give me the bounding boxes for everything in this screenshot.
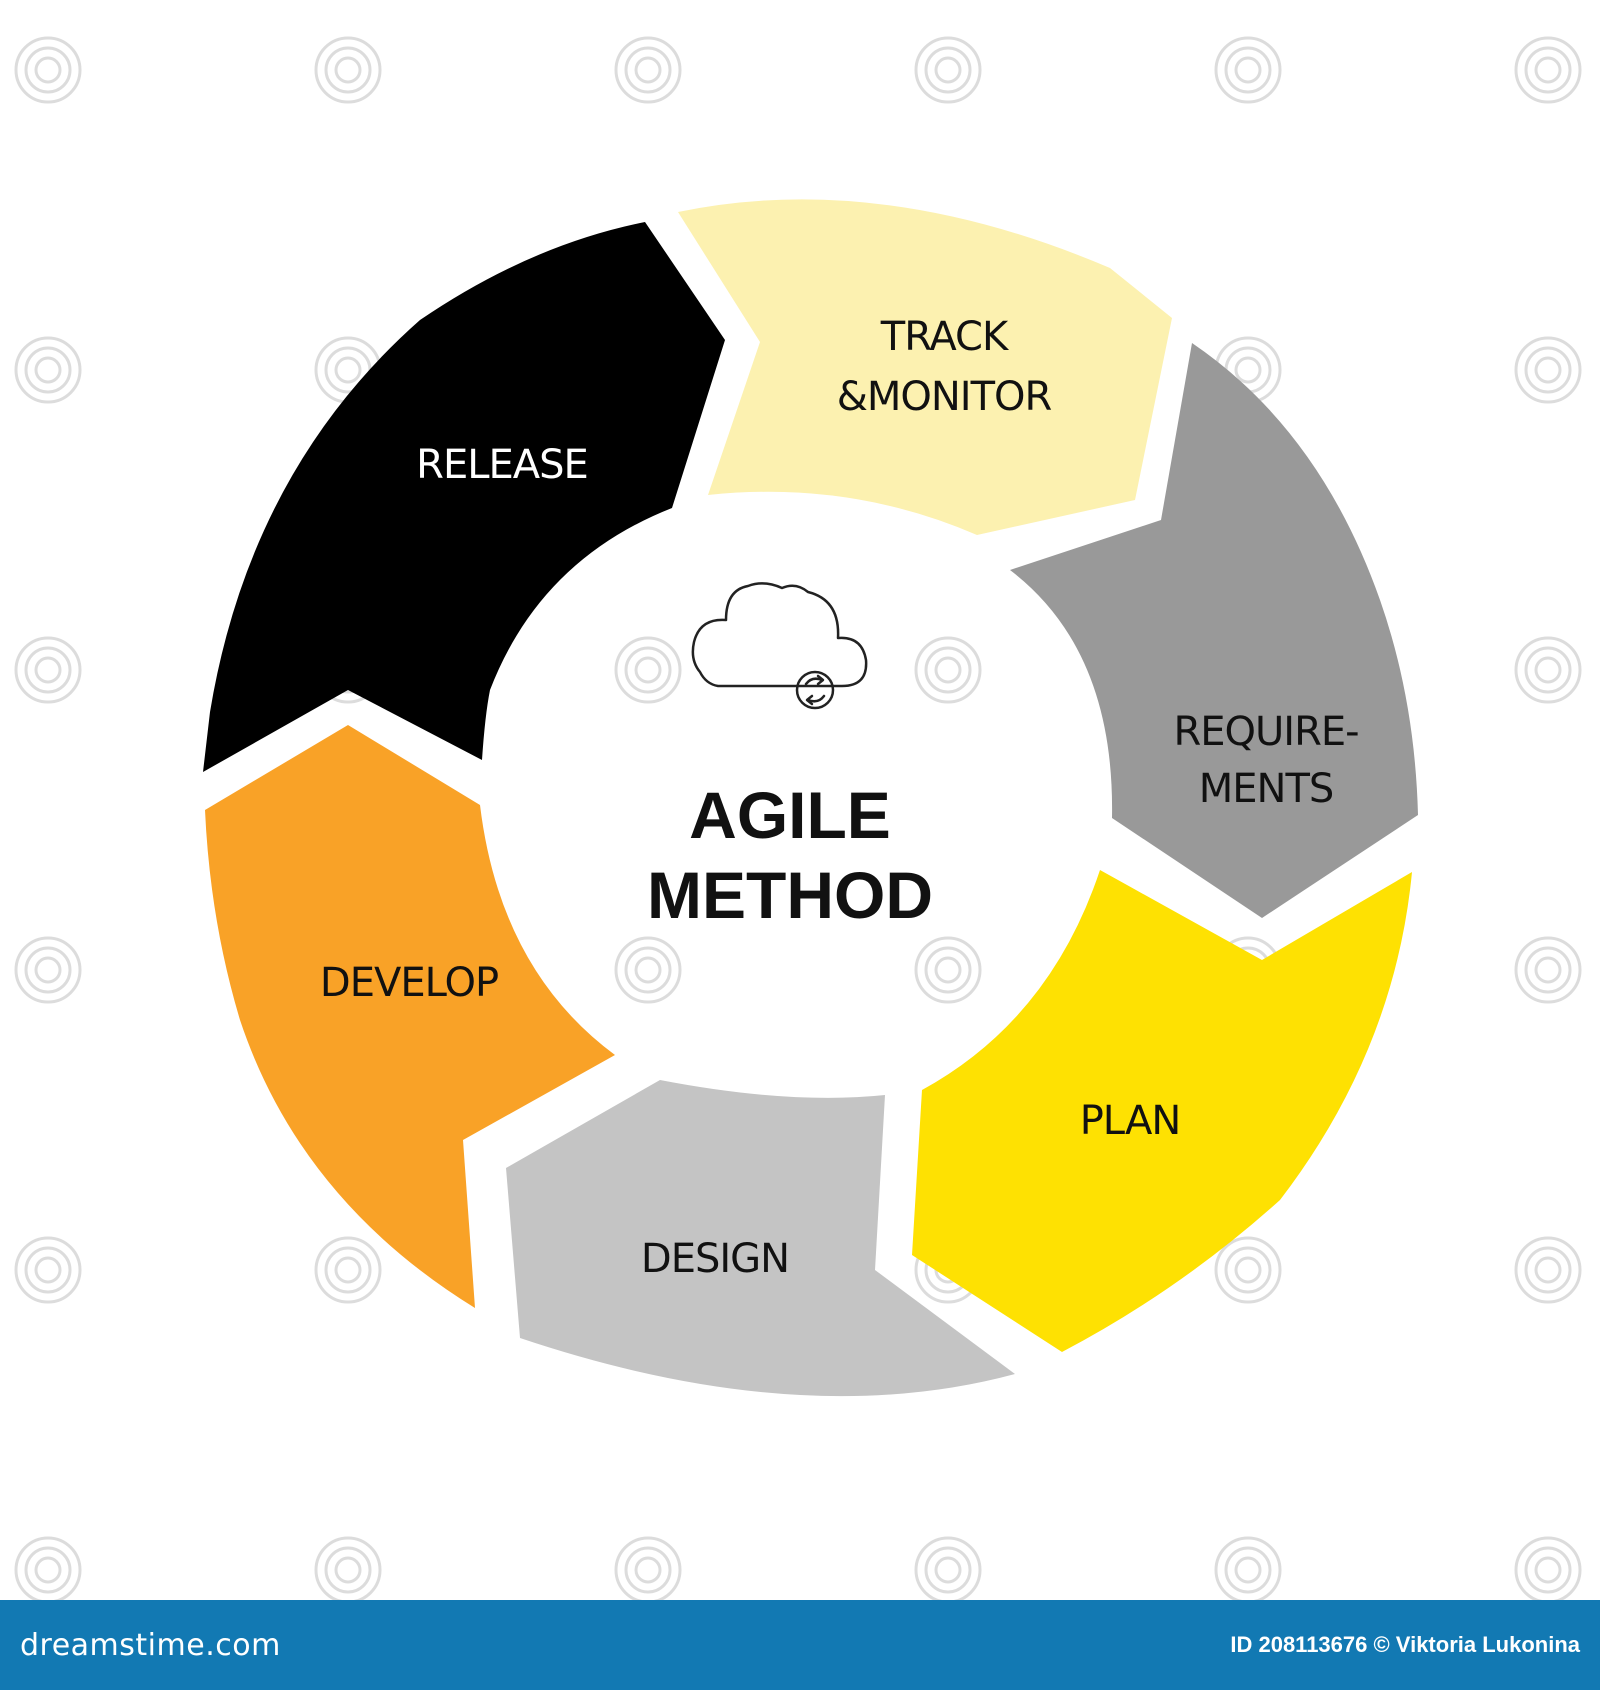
- label-requirements-line1: REQUIRE-: [1173, 709, 1358, 755]
- label-plan: PLAN: [1080, 1098, 1181, 1144]
- label-design: DESIGN: [641, 1236, 789, 1282]
- watermark-spiral-icon: [914, 936, 982, 1004]
- watermark-spiral-icon: [14, 1536, 82, 1600]
- cloud-sync-icon: [691, 582, 868, 710]
- watermark-spiral-icon: [914, 1536, 982, 1600]
- watermark-spiral-icon: [14, 1236, 82, 1304]
- watermark-spiral-icon: [314, 1236, 382, 1304]
- watermark-spiral-icon: [1214, 1236, 1282, 1304]
- watermark-spiral-icon: [1514, 936, 1582, 1004]
- label-track-line2: &MONITOR: [837, 374, 1052, 420]
- footer-credit: ID 208113676 © Viktoria Lukonina: [1230, 1632, 1580, 1657]
- watermark-spiral-icon: [14, 336, 82, 404]
- label-track-line1: TRACK: [880, 314, 1010, 360]
- watermark-spiral-icon: [614, 636, 682, 704]
- watermark-spiral-icon: [14, 936, 82, 1004]
- segment-requirements: [1010, 343, 1418, 918]
- label-release: RELEASE: [416, 442, 588, 488]
- center-title-line1: AGILE: [689, 778, 891, 852]
- watermark-spiral-icon: [14, 36, 82, 104]
- watermark-spiral-icon: [914, 636, 982, 704]
- watermark-spiral-icon: [1514, 1536, 1582, 1600]
- label-develop: DEVELOP: [320, 960, 498, 1006]
- watermark-spiral-icon: [314, 1536, 382, 1600]
- segment-release: [203, 222, 725, 772]
- watermark-spiral-icon: [614, 936, 682, 1004]
- segment-track-monitor: [678, 199, 1172, 535]
- watermark-spiral-icon: [1214, 36, 1282, 104]
- center-title-line2: METHOD: [647, 858, 933, 932]
- watermark-spiral-icon: [14, 636, 82, 704]
- footer-bar: dreamstime.com ID 208113676 © Viktoria L…: [0, 1600, 1600, 1690]
- watermark-layer: [14, 36, 1582, 1600]
- segment-plan: [912, 870, 1412, 1352]
- segment-develop: [205, 725, 615, 1308]
- watermark-spiral-icon: [1514, 636, 1582, 704]
- agile-cycle-diagram: RELEASE TRACK &MONITOR REQUIRE- MENTS PL…: [14, 36, 1582, 1600]
- watermark-spiral-icon: [1514, 1236, 1582, 1304]
- watermark-spiral-icon: [1514, 336, 1582, 404]
- watermark-spiral-icon: [1514, 36, 1582, 104]
- watermark-spiral-icon: [614, 1536, 682, 1600]
- footer-brand[interactable]: dreamstime.com: [20, 1627, 281, 1663]
- watermark-spiral-icon: [1214, 1536, 1282, 1600]
- watermark-spiral-icon: [914, 36, 982, 104]
- segment-design: [506, 1080, 1015, 1397]
- watermark-spiral-icon: [614, 36, 682, 104]
- label-requirements-line2: MENTS: [1199, 766, 1334, 812]
- watermark-spiral-icon: [314, 36, 382, 104]
